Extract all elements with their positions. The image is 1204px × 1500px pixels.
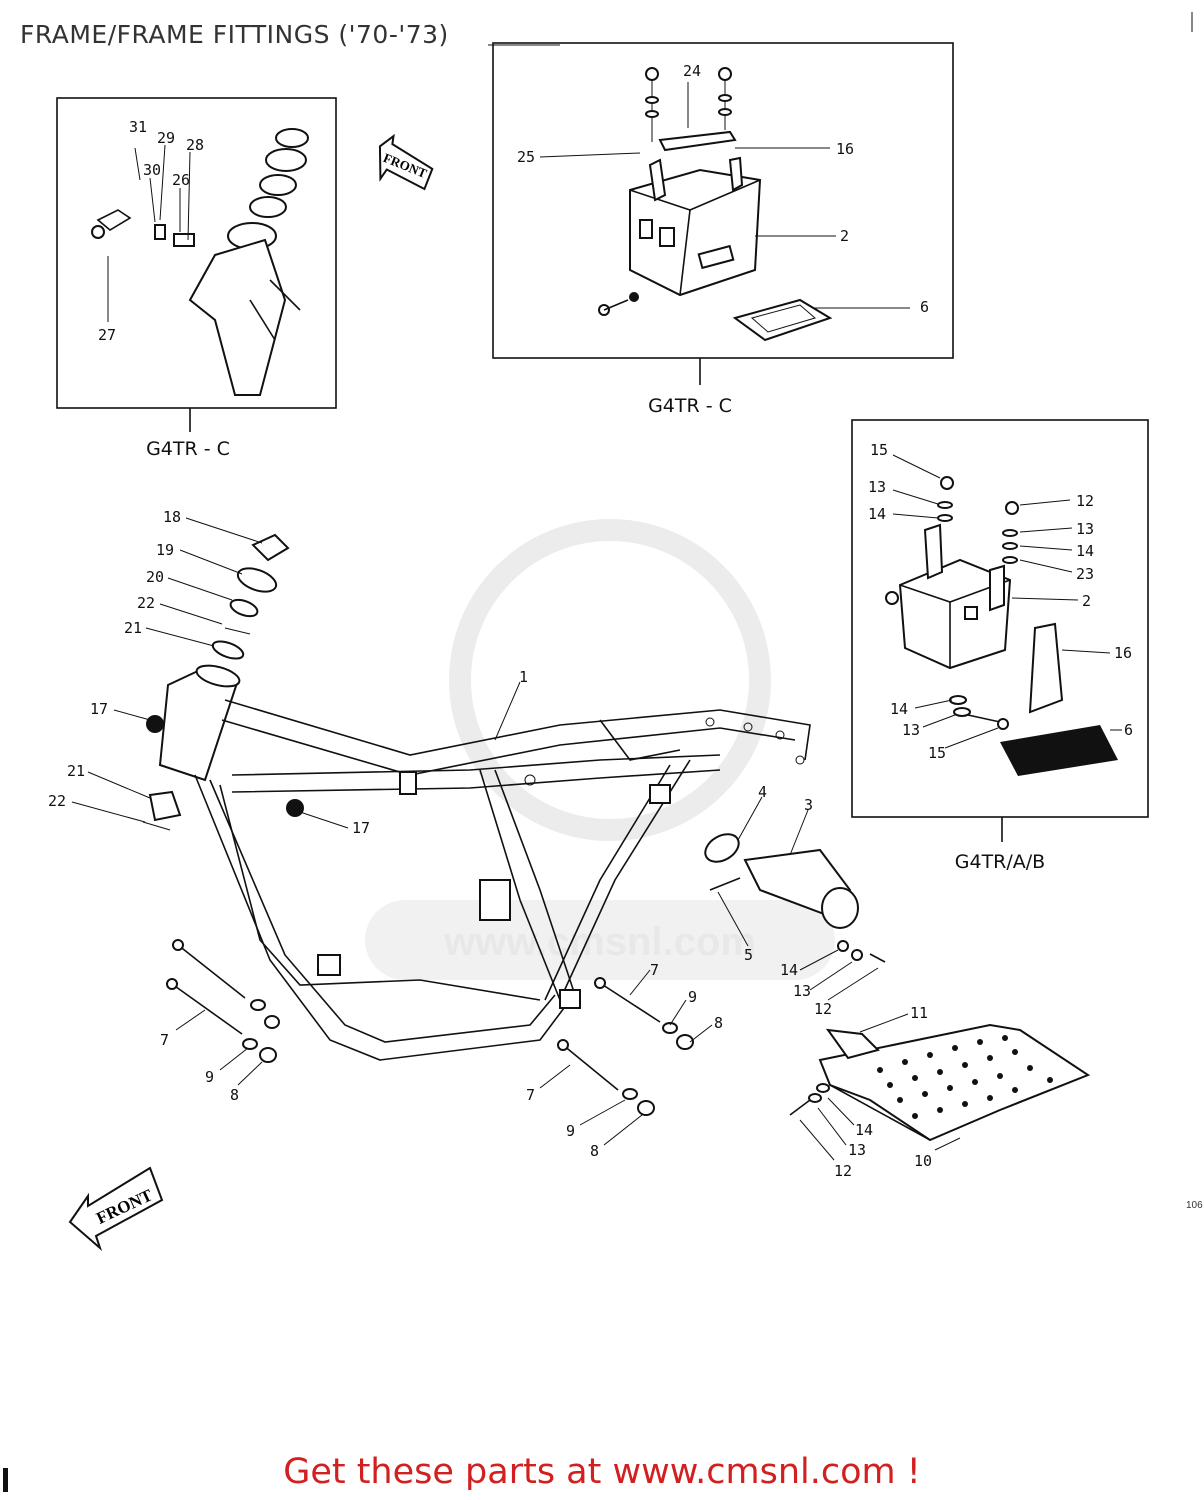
callout-16: 16 — [1114, 644, 1132, 662]
callout-4: 4 — [758, 783, 767, 801]
callout-7: 7 — [526, 1086, 535, 1104]
callout-14: 14 — [1076, 542, 1094, 560]
engine-bolts — [166, 939, 694, 1116]
callout-10: 10 — [914, 1152, 932, 1170]
callout-13: 13 — [793, 982, 811, 1000]
callout-8: 8 — [590, 1142, 599, 1160]
callout-5: 5 — [744, 946, 753, 964]
panel-caption: G4TR - C — [648, 395, 732, 417]
callout-12: 12 — [814, 1000, 832, 1018]
watermark-text: www.cmsnl.com — [443, 920, 756, 964]
callout-6: 6 — [920, 298, 929, 316]
callout-13: 13 — [848, 1141, 866, 1159]
callout-9: 9 — [205, 1068, 214, 1086]
panel-battery-box-right: G4TR/A/B — [851, 419, 1149, 873]
callout-19: 19 — [156, 541, 174, 559]
callout-12: 12 — [1076, 492, 1094, 510]
front-arrow-bottom: FRONT — [68, 1166, 164, 1252]
callout-12: 12 — [834, 1162, 852, 1180]
callout-17: 17 — [352, 819, 370, 837]
main-frame-drawing — [71, 517, 1091, 1161]
callout-26: 26 — [172, 171, 190, 189]
panel-steering-head: G4TR - C 31 29 28 30 26 27 — [56, 97, 337, 460]
callout-6: 6 — [1124, 721, 1133, 739]
callout-8: 8 — [230, 1086, 239, 1104]
battery-box-r-drawing — [885, 454, 1122, 776]
callout-14: 14 — [780, 961, 798, 979]
figure-code: 106 — [1186, 1200, 1203, 1211]
callout-22: 22 — [137, 594, 155, 612]
callout-31: 31 — [129, 118, 147, 136]
callout-15: 15 — [928, 744, 946, 762]
steering-head-drawing — [91, 128, 309, 396]
callout-21: 21 — [67, 762, 85, 780]
callout-14: 14 — [890, 700, 908, 718]
panel-caption: G4TR/A/B — [955, 851, 1045, 873]
callout-15: 15 — [870, 441, 888, 459]
callout-7: 7 — [650, 961, 659, 979]
callout-20: 20 — [146, 568, 164, 586]
callout-13: 13 — [868, 478, 886, 496]
callout-13: 13 — [902, 721, 920, 739]
callout-25: 25 — [517, 148, 535, 166]
callout-11: 11 — [910, 1004, 928, 1022]
panel-caption: G4TR - C — [146, 438, 230, 460]
callout-14: 14 — [855, 1121, 873, 1139]
page-title: FRAME/FRAME FITTINGS ('70-'73) — [20, 20, 449, 49]
callout-8: 8 — [714, 1014, 723, 1032]
callout-30: 30 — [143, 161, 161, 179]
callout-9: 9 — [566, 1122, 575, 1140]
callout-18: 18 — [163, 508, 181, 526]
panel-battery-box-top: G4TR - C — [492, 42, 954, 417]
callout-13: 13 — [1076, 520, 1094, 538]
callout-17: 17 — [90, 700, 108, 718]
callout-27: 27 — [98, 326, 116, 344]
footer-link-text[interactable]: Get these parts at www.cmsnl.com ! — [283, 1452, 921, 1492]
callout-7: 7 — [160, 1031, 169, 1049]
callout-29: 29 — [157, 129, 175, 147]
callout-9: 9 — [688, 988, 697, 1006]
callout-14: 14 — [868, 505, 886, 523]
front-arrow-top: FRONT — [378, 133, 434, 191]
callout-1: 1 — [519, 668, 528, 686]
battery-box-drawing — [539, 67, 910, 342]
callout-21: 21 — [124, 619, 142, 637]
callout-2: 2 — [1082, 592, 1091, 610]
callout-2: 2 — [840, 227, 849, 245]
callout-22: 22 — [48, 792, 66, 810]
callout-23: 23 — [1076, 565, 1094, 583]
callout-28: 28 — [186, 136, 204, 154]
callout-16: 16 — [836, 140, 854, 158]
callout-3: 3 — [804, 796, 813, 814]
callout-24: 24 — [683, 62, 701, 80]
